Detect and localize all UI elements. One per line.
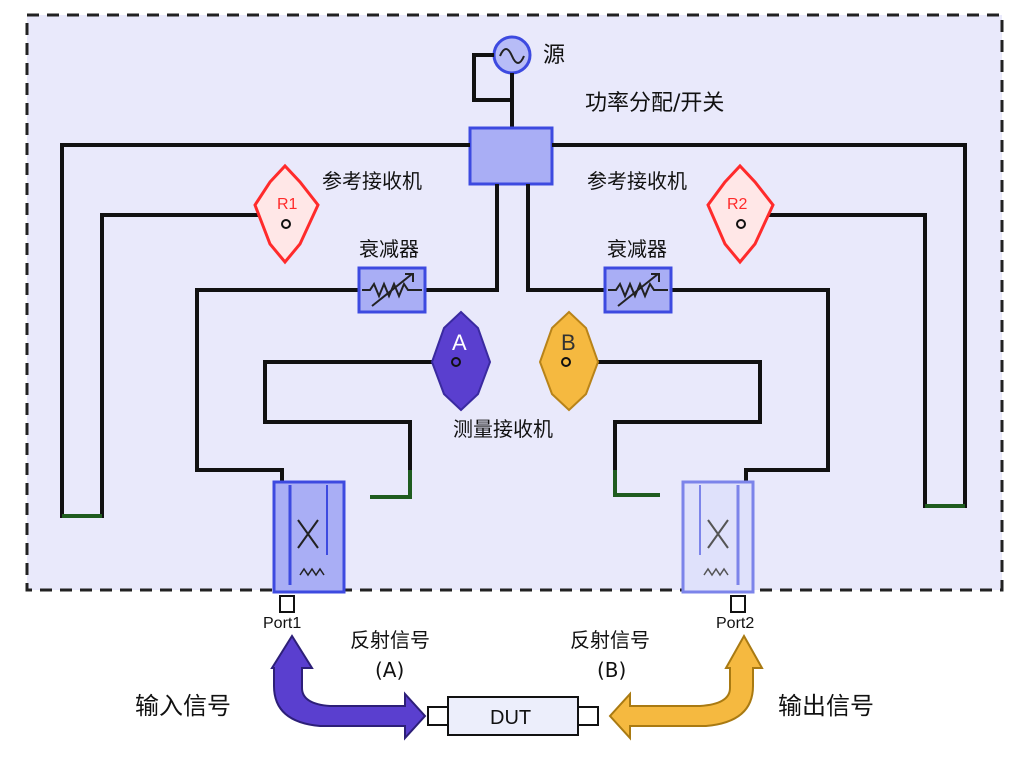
port1-connector: [279, 595, 295, 613]
dut-label: DUT: [490, 707, 531, 729]
output-signal-arrow-icon: [608, 633, 764, 741]
attenuator-right-icon: [603, 266, 673, 314]
output-signal-label: 输出信号: [778, 692, 874, 720]
input-signal-label: 输入信号: [135, 692, 231, 720]
input-signal-arrow-icon: [270, 634, 427, 741]
receiver-a-label: A: [452, 330, 467, 355]
coupler-left-icon: [272, 480, 346, 594]
reflect-right-sub: (B): [597, 658, 626, 682]
attenuator-left-label: 衰减器: [359, 237, 419, 261]
reflect-left-label: 反射信号: [350, 628, 430, 652]
source-label: 源: [543, 43, 565, 68]
source-icon: [492, 35, 532, 75]
power-splitter-box: [468, 126, 554, 186]
r1-label: R1: [277, 196, 298, 213]
power-split-label: 功率分配/开关: [585, 91, 724, 116]
dut-box: [447, 696, 579, 736]
atten-left-to-coupler: [195, 288, 359, 485]
port2-connector: [730, 595, 746, 613]
r2-label: R2: [727, 196, 748, 213]
instrument-panel: [25, 13, 1004, 592]
splitter-to-atten-left: [425, 184, 499, 292]
port2-label: Port2: [716, 615, 754, 632]
splitter-to-atten-right: [526, 184, 605, 292]
reflect-right-label: 反射信号: [570, 628, 650, 652]
dut-right-connector: [577, 706, 599, 726]
attenuator-left-icon: [357, 266, 427, 314]
ref-receiver-left-label: 参考接收机: [322, 169, 422, 193]
r1-receiver-icon: [253, 163, 320, 265]
r2-receiver-icon: [706, 163, 775, 265]
coupler-right-icon: [681, 480, 755, 594]
attenuator-right-label: 衰减器: [607, 237, 667, 261]
receiver-a-icon: [430, 310, 492, 412]
atten-right-to-coupler: [670, 288, 830, 485]
dut-left-connector: [427, 706, 449, 726]
reflect-left-sub: (A): [375, 658, 404, 682]
measure-receiver-label: 测量接收机: [453, 417, 553, 441]
ref-receiver-right-label: 参考接收机: [587, 169, 687, 193]
receiver-b-label: B: [561, 330, 576, 355]
port1-label: Port1: [263, 615, 301, 632]
